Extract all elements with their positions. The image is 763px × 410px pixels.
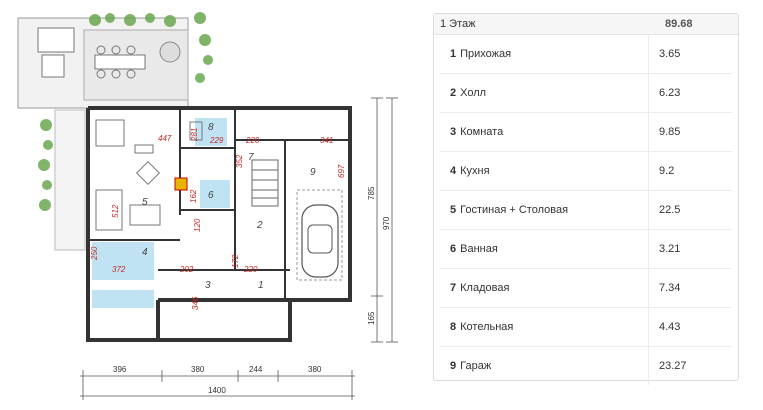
room-9-label: 9 bbox=[310, 167, 316, 178]
room-dim: 229 bbox=[209, 136, 224, 145]
room-dim: 447 bbox=[158, 134, 172, 143]
room-number: 5 bbox=[450, 204, 457, 216]
right-dimensions bbox=[371, 97, 398, 343]
room-number: 1 bbox=[450, 48, 457, 60]
bottom-dim: 244 bbox=[249, 365, 263, 374]
room-dim: 220 bbox=[245, 136, 260, 145]
room-dim: 372 bbox=[112, 265, 126, 274]
right-dim: 165 bbox=[367, 311, 376, 325]
total-width: 1400 bbox=[208, 386, 226, 395]
room-dim: 172 bbox=[231, 254, 240, 268]
room-7-label: 7 bbox=[248, 152, 254, 163]
room-8-label: 8 bbox=[208, 122, 214, 133]
bottom-dimensions bbox=[80, 370, 355, 400]
room-numbers: 1 2 3 4 5 6 7 8 9 bbox=[142, 122, 316, 291]
room-name: Котельная bbox=[460, 321, 514, 333]
room-dim: 352 bbox=[235, 154, 244, 168]
room-number: 3 bbox=[450, 126, 457, 138]
room-2-label: 2 bbox=[256, 220, 263, 231]
room-area: 4.43 bbox=[659, 321, 681, 333]
room-1-label: 1 bbox=[258, 280, 264, 291]
room-dim: 220 bbox=[243, 265, 258, 274]
room-number: 4 bbox=[450, 165, 457, 177]
room-area: 3.21 bbox=[659, 243, 681, 255]
floor-area: 89.68 bbox=[665, 18, 693, 30]
room-name: Гостиная + Столовая bbox=[460, 204, 569, 216]
room-6-label: 6 bbox=[208, 190, 214, 201]
room-name: Комната bbox=[460, 126, 504, 138]
room-dim: 341 bbox=[320, 136, 333, 145]
room-area: 7.34 bbox=[659, 282, 681, 294]
furniture bbox=[95, 119, 203, 231]
room-number: 2 bbox=[450, 87, 457, 99]
room-dim: 281 bbox=[190, 128, 199, 142]
room-dim: 697 bbox=[337, 164, 346, 178]
walls bbox=[86, 106, 352, 342]
bottom-dim: 380 bbox=[191, 365, 205, 374]
room-name: Гараж bbox=[460, 360, 492, 372]
room-dimensions: 447 281 229 220 341 352 697 512 162 120 … bbox=[90, 128, 346, 310]
room-dim: 292 bbox=[179, 265, 194, 274]
room-dim: 120 bbox=[193, 218, 202, 232]
terrace bbox=[17, 17, 189, 109]
right-dim: 970 bbox=[382, 216, 391, 230]
room-name: Кладовая bbox=[460, 282, 510, 294]
room-dim: 346 bbox=[191, 296, 200, 310]
room-name: Ванная bbox=[460, 243, 498, 255]
room-area: 22.5 bbox=[659, 204, 681, 216]
room-area: 6.23 bbox=[659, 87, 681, 99]
room-area: 3.65 bbox=[659, 48, 681, 60]
bottom-dim: 380 bbox=[308, 365, 322, 374]
room-area: 9.85 bbox=[659, 126, 681, 138]
room-name: Прихожая bbox=[460, 48, 512, 60]
room-number: 8 bbox=[450, 321, 457, 333]
floor-label: 1 Этаж bbox=[440, 18, 476, 30]
room-name: Кухня bbox=[460, 165, 490, 177]
room-4-label: 4 bbox=[142, 247, 148, 258]
room-number: 9 bbox=[450, 360, 457, 372]
room-dim: 512 bbox=[111, 204, 120, 218]
room-3-label: 3 bbox=[205, 280, 211, 291]
side-path bbox=[54, 109, 86, 251]
car-icon bbox=[296, 189, 343, 281]
wet-zones bbox=[92, 118, 230, 308]
floor-plan: 1 2 3 4 5 6 7 8 9 447 281 229 220 341 35… bbox=[17, 12, 398, 400]
room-dim: 162 bbox=[189, 189, 198, 203]
room-name: Холл bbox=[460, 87, 487, 99]
greenery bbox=[38, 12, 213, 211]
right-dim: 785 bbox=[367, 186, 376, 200]
room-dim: 250 bbox=[90, 246, 99, 261]
room-area: 23.27 bbox=[659, 360, 687, 372]
floor-header: 1 Этаж 89.68 bbox=[434, 14, 738, 35]
room-area: 9.2 bbox=[659, 165, 675, 177]
room-5-label: 5 bbox=[142, 197, 148, 208]
bottom-dim: 396 bbox=[113, 365, 127, 374]
room-number: 7 bbox=[450, 282, 457, 294]
room-number: 6 bbox=[450, 243, 457, 255]
stairs bbox=[251, 159, 279, 207]
